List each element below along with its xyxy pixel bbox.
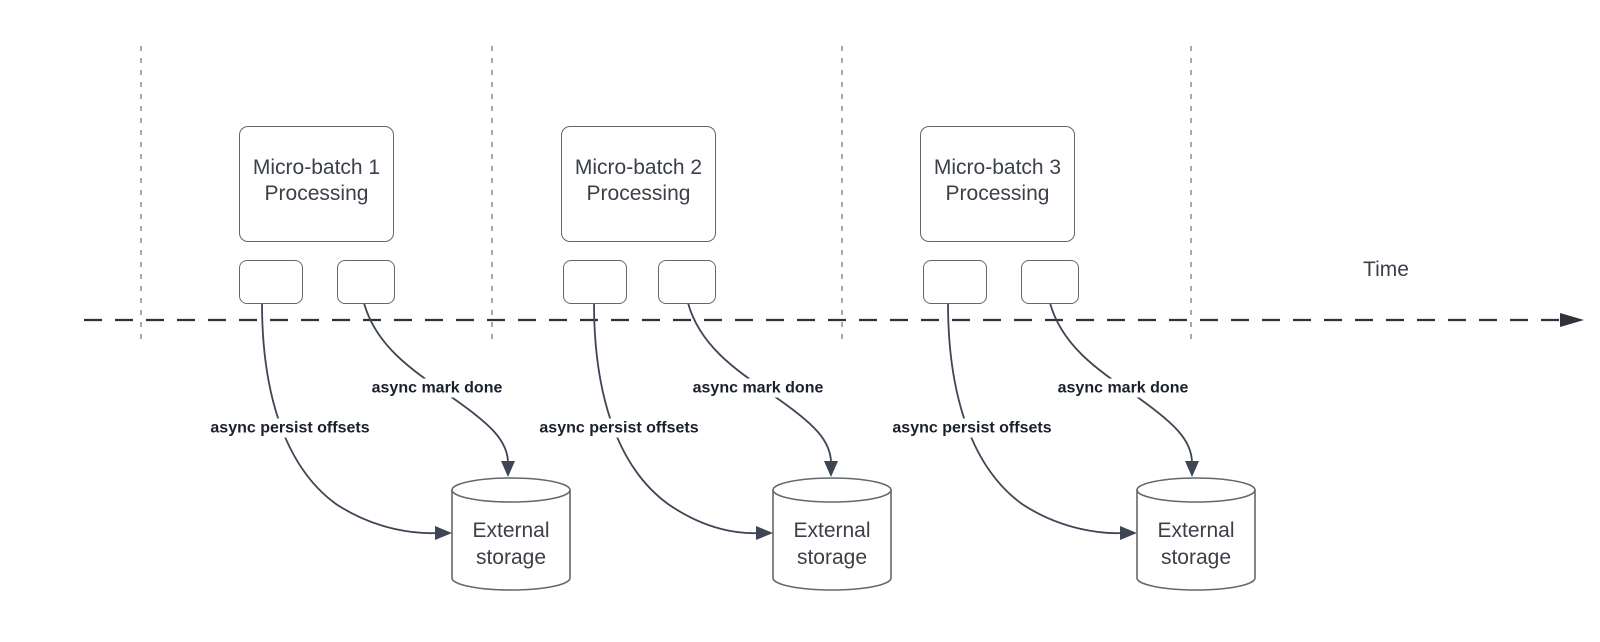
storage-cylinder-1: [451, 477, 571, 591]
batch-2-persist-task-box: [563, 260, 627, 304]
batch-2-subtitle: Processing: [586, 182, 691, 205]
storage-2-label: External storage: [793, 517, 870, 571]
storage-cylinder-2: [772, 477, 892, 591]
storage-cylinder-3: [1136, 477, 1256, 591]
time-label: Time: [1363, 258, 1409, 281]
batch-1-mark-done-arrowhead-icon: [501, 461, 515, 477]
batch-3-persist-arrowhead-icon: [1120, 526, 1137, 540]
batch-3-persist-offsets-label: async persist offsets: [889, 418, 1055, 438]
batch-2-title: Micro-batch 2: [574, 156, 703, 179]
batch-1-persist-task-box: [239, 260, 303, 304]
batch-2-mark-done-label: async mark done: [689, 378, 827, 398]
batch-3-subtitle: Processing: [945, 182, 1050, 205]
batch-2-persist-arrow: [593, 302, 760, 535]
storage-1-label-line2: storage: [475, 546, 547, 569]
batch-2-persist-offsets-label: async persist offsets: [536, 418, 702, 438]
storage-1-label-line1: External: [472, 519, 550, 542]
batch-1-subtitle: Processing: [264, 182, 369, 205]
batch-1-mark-done-label: async mark done: [368, 378, 506, 398]
storage-cylinder-2-rim: [772, 489, 892, 503]
batch-1-done-task-box: [337, 260, 395, 304]
batch-1-persist-arrowhead-icon: [435, 526, 452, 540]
storage-2-label-line1: External: [793, 519, 871, 542]
batch-2-mark-done-arrowhead-icon: [824, 461, 838, 477]
storage-1-label: External storage: [472, 517, 549, 571]
batch-1-processing-box: Micro-batch 1 Processing: [239, 126, 394, 242]
batch-3-persist-arrow: [947, 302, 1124, 535]
storage-3-label: External storage: [1157, 517, 1234, 571]
batch-1-persist-offsets-label: async persist offsets: [207, 418, 373, 438]
batch-3-title: Micro-batch 3: [933, 156, 1062, 179]
batch-3-mark-done-label: async mark done: [1054, 378, 1192, 398]
batch-2-persist-arrowhead-icon: [756, 526, 773, 540]
storage-3-label-line2: storage: [1160, 546, 1232, 569]
storage-cylinder-3-rim: [1136, 489, 1256, 503]
batch-1-title: Micro-batch 1: [252, 156, 381, 179]
batch-2-processing-box: Micro-batch 2 Processing: [561, 126, 716, 242]
storage-2-label-line2: storage: [796, 546, 868, 569]
batch-3-mark-done-arrowhead-icon: [1185, 461, 1199, 477]
batch-3-persist-task-box: [923, 260, 987, 304]
batch-3-processing-box: Micro-batch 3 Processing: [920, 126, 1075, 242]
batch-2-done-task-box: [658, 260, 716, 304]
storage-cylinder-1-rim: [451, 489, 571, 503]
batch-1-persist-arrow: [261, 302, 439, 535]
time-axis-arrowhead-icon: [1560, 313, 1584, 327]
batch-3-done-task-box: [1021, 260, 1079, 304]
storage-3-label-line1: External: [1157, 519, 1235, 542]
